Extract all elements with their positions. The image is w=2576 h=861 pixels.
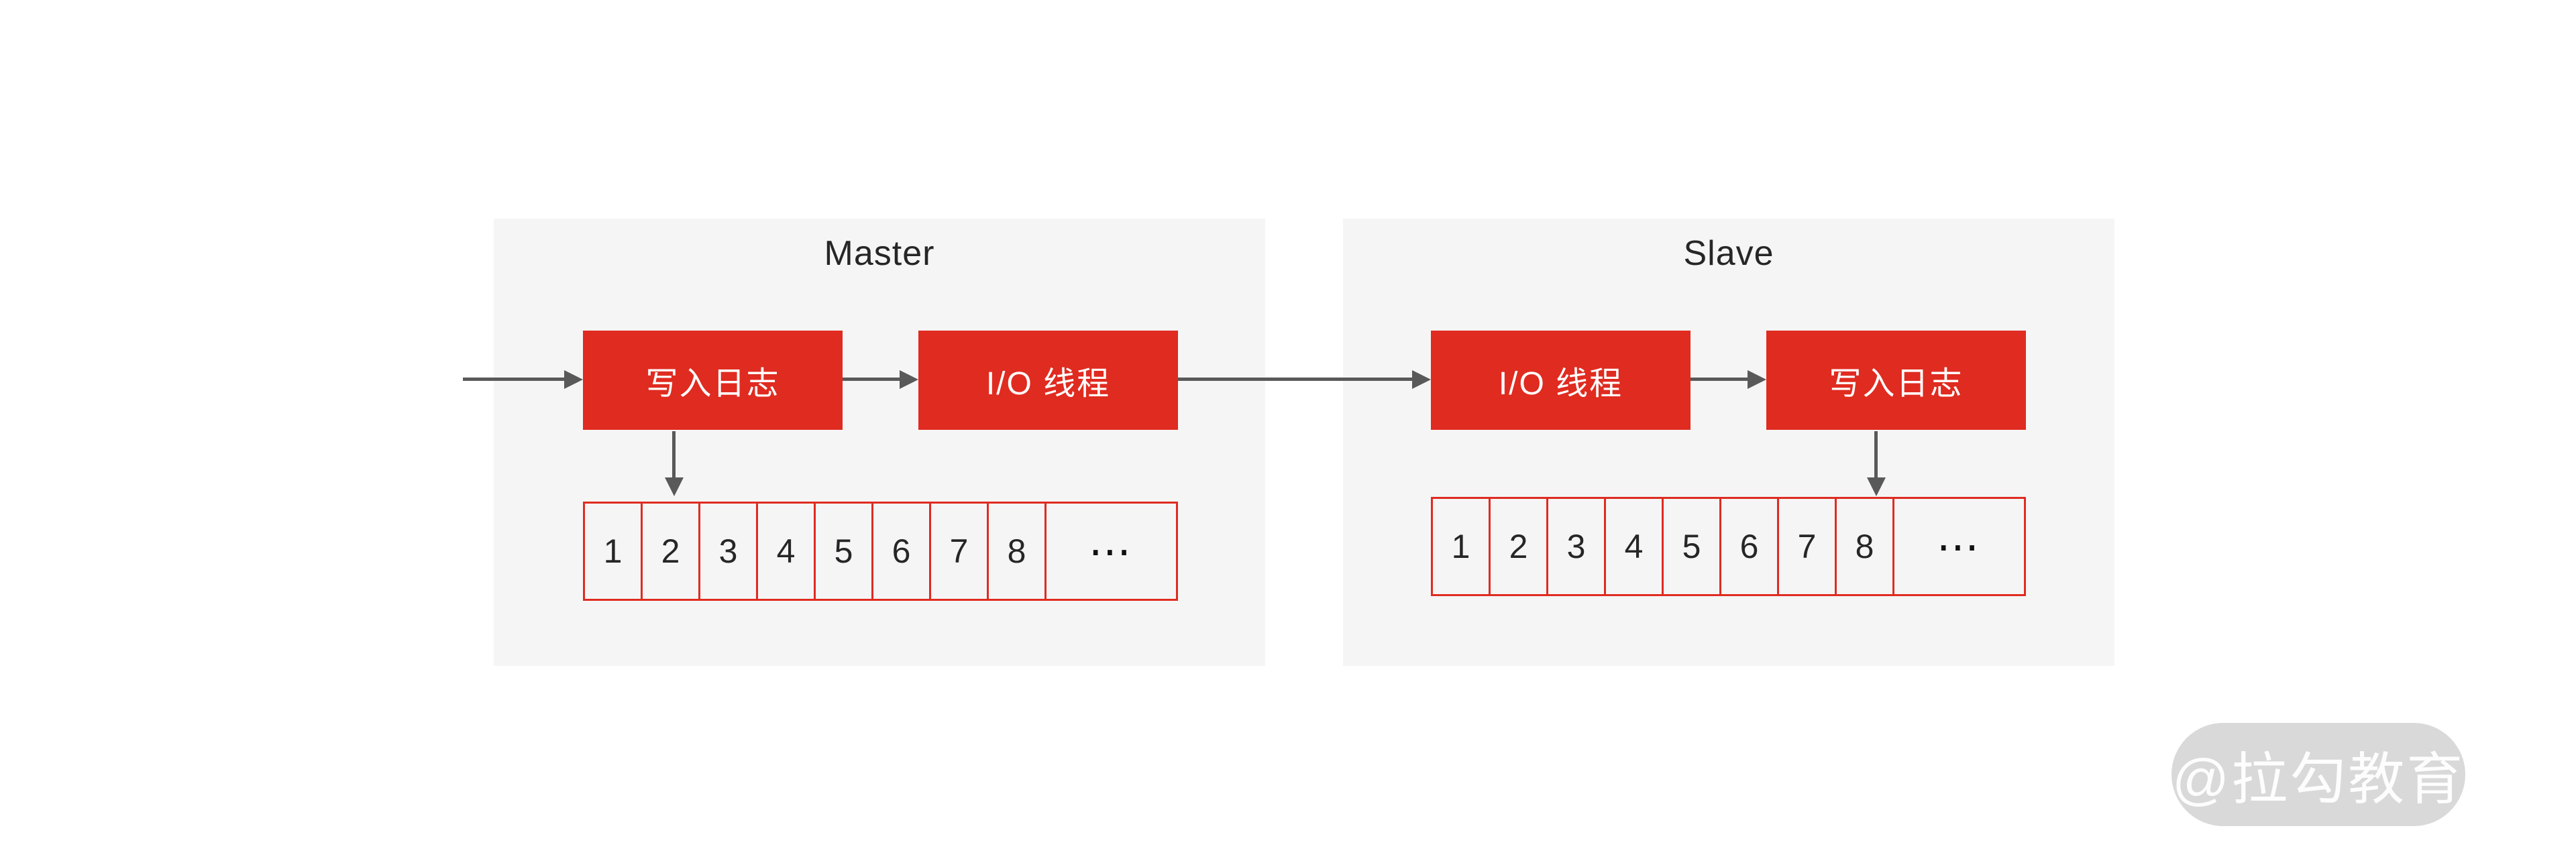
master-down-arrow-head-icon	[665, 477, 684, 496]
log-cell: 1	[1433, 499, 1491, 594]
master-io-thread-box: I/O 线程	[918, 331, 1178, 430]
master-to-slave-arrow-line	[1178, 378, 1412, 381]
log-cell-ellipsis: ⋯	[1936, 522, 1982, 571]
log-cell: 3	[1548, 499, 1606, 594]
inlet-arrow-line	[463, 378, 564, 381]
slave-log-cells-row: 1 2 3 4 5 6 7 8 ⋯	[1431, 497, 2026, 596]
log-cell: 1	[585, 504, 643, 599]
log-cell: 5	[1664, 499, 1721, 594]
log-cell: 3	[700, 504, 758, 599]
master-down-arrow-line	[672, 431, 676, 477]
slave-panel-title: Slave	[1683, 234, 1774, 273]
slave-io-thread-box: I/O 线程	[1431, 331, 1690, 430]
log-cell: 8	[989, 504, 1046, 599]
master-writelog-to-io-arrow-head-icon	[900, 370, 918, 389]
master-write-log-box: 写入日志	[583, 331, 843, 430]
master-log-cells-row: 1 2 3 4 5 6 7 8 ⋯	[583, 502, 1178, 601]
slave-io-to-writelog-arrow-head-icon	[1748, 370, 1766, 389]
log-cell: 6	[873, 504, 931, 599]
slave-down-arrow-line	[1874, 431, 1878, 477]
log-cell: 2	[643, 504, 700, 599]
log-cell-ellipsis: ⋯	[1088, 526, 1134, 575]
master-to-slave-arrow-head-icon	[1412, 370, 1431, 389]
log-cell: 4	[758, 504, 816, 599]
log-cell: 7	[1779, 499, 1837, 594]
slave-write-log-box: 写入日志	[1766, 331, 2026, 430]
slave-panel: Slave I/O 线程 写入日志 1 2 3 4 5 6 7 8 ⋯	[1343, 219, 2114, 666]
inlet-arrow-head-icon	[564, 370, 583, 389]
master-panel: Master 写入日志 I/O 线程 1 2 3 4 5 6 7 8 ⋯	[494, 219, 1265, 666]
log-cell: 2	[1491, 499, 1548, 594]
log-cell: 6	[1721, 499, 1779, 594]
log-cell: 4	[1606, 499, 1664, 594]
master-panel-title: Master	[824, 234, 935, 273]
master-writelog-to-io-arrow-line	[843, 378, 900, 381]
watermark-badge: @拉勾教育	[2171, 723, 2465, 826]
log-cell: 7	[931, 504, 989, 599]
slave-down-arrow-head-icon	[1867, 477, 1886, 496]
log-cell: 8	[1837, 499, 1894, 594]
slave-io-to-writelog-arrow-line	[1690, 378, 1748, 381]
log-cell: 5	[816, 504, 873, 599]
